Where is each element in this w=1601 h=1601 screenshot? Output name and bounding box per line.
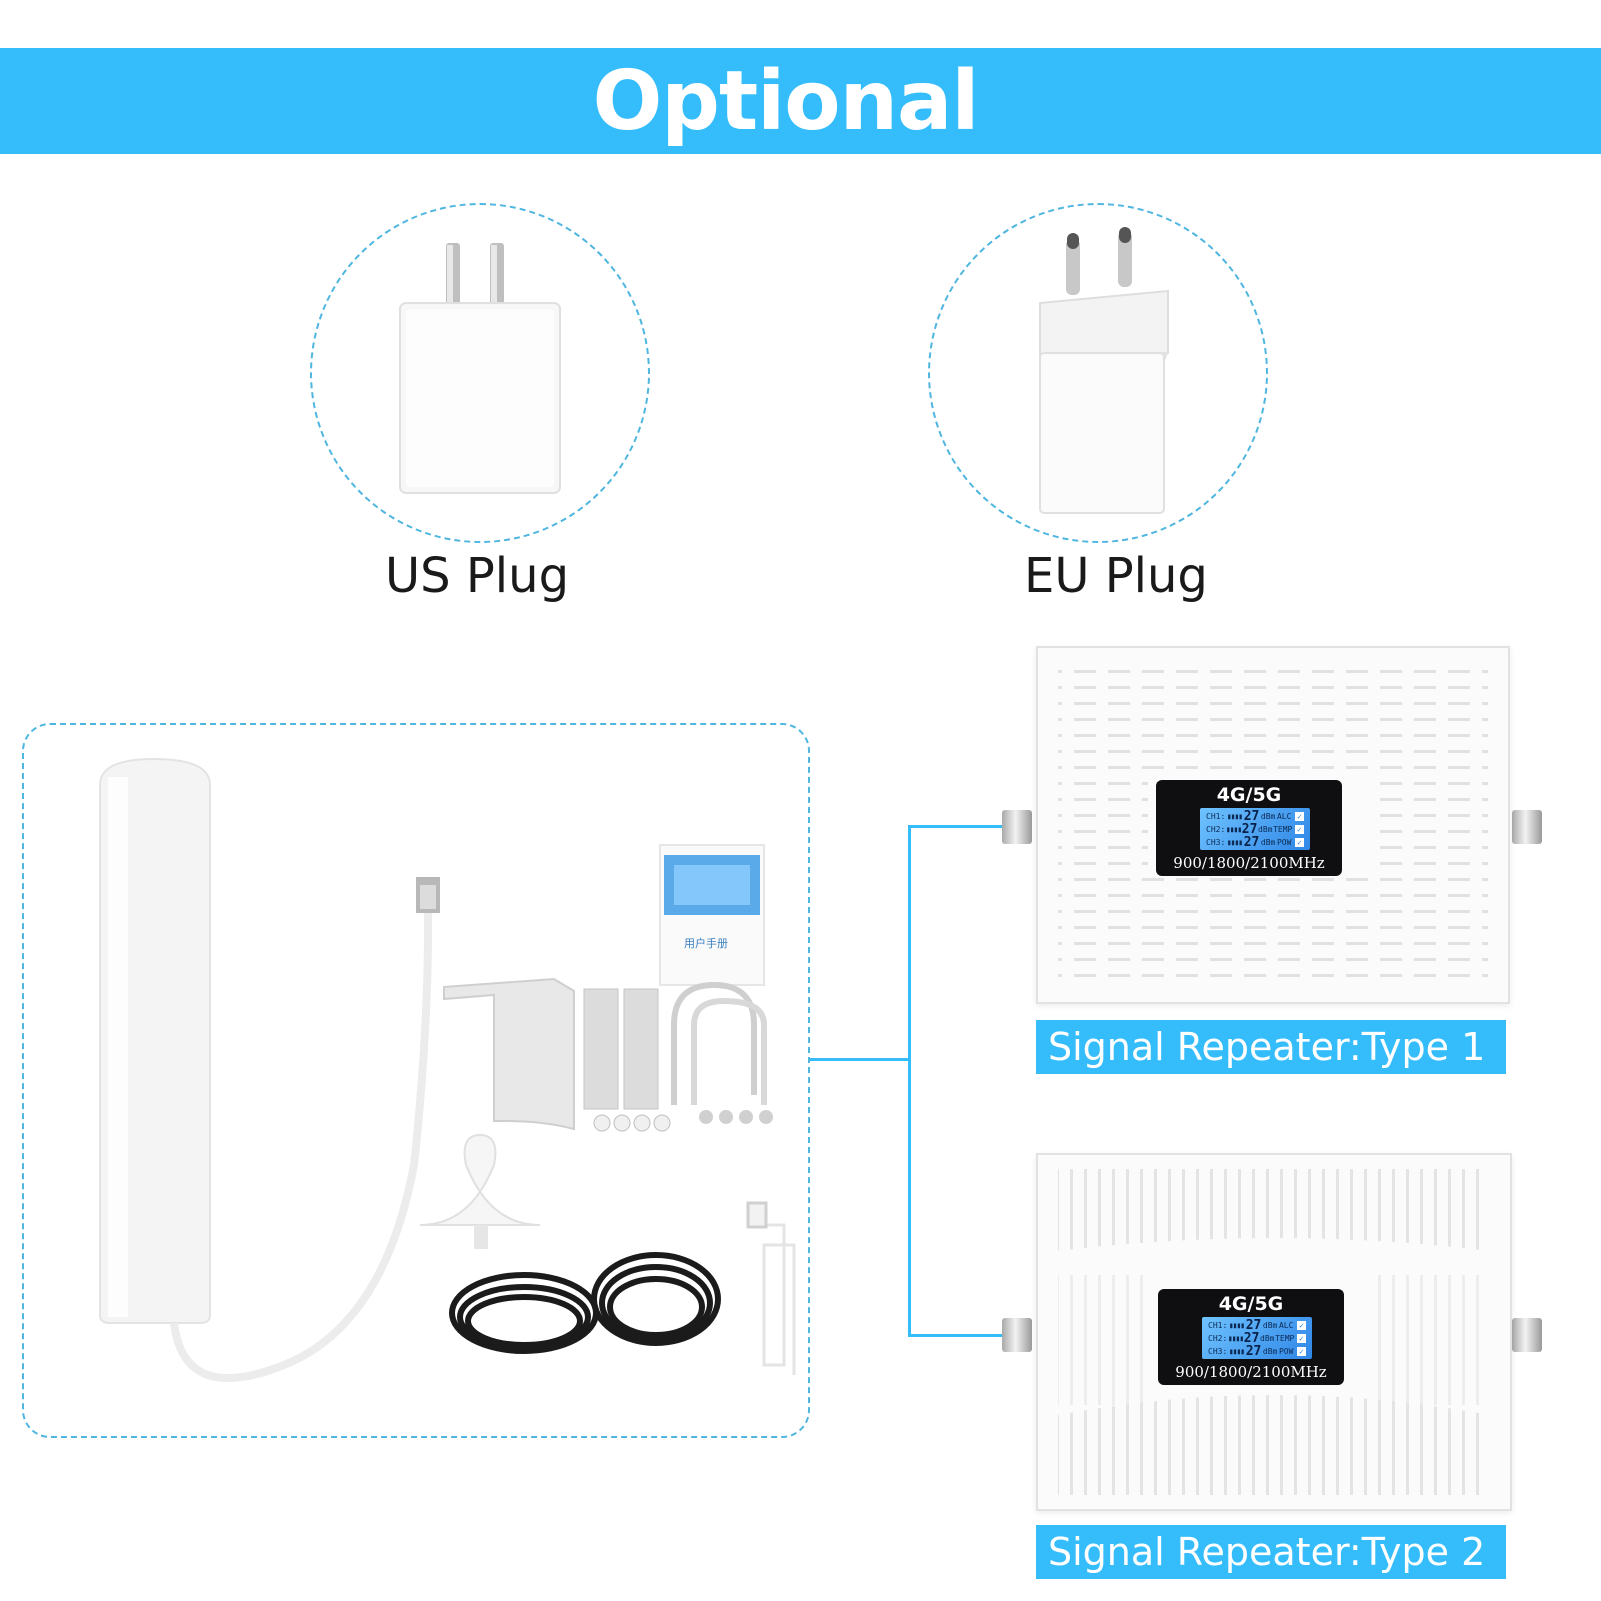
lcd-ch3: CH3: <box>1206 837 1226 847</box>
lcd-ch3: CH3: <box>1208 1346 1228 1356</box>
indoor-ceiling-antenna-icon <box>419 1133 541 1249</box>
check-icon: ✓ <box>1296 1320 1306 1330</box>
eu-plug-circle <box>928 203 1268 543</box>
lcd-ch3-flag: POW <box>1276 837 1292 847</box>
lcd-ch1-flag: ALC <box>1278 1320 1294 1330</box>
lcd-ch1-unit: dBm <box>1262 1320 1278 1330</box>
repeater2-left-port <box>1002 1318 1032 1352</box>
repeater-type2-label: Signal Repeater:Type 2 <box>1036 1525 1506 1579</box>
us-plug-label: US Plug <box>385 548 570 604</box>
optional-banner: Optional <box>0 48 1601 154</box>
signal-bars-icon: ▮▮▮▮ <box>1226 837 1243 847</box>
lcd-ch2: CH2: <box>1208 1333 1228 1343</box>
connector-line-type1 <box>908 825 1002 828</box>
signal-bars-icon: ▮▮▮▮ <box>1226 811 1243 821</box>
accessory-kit-illustration: 用户手册 <box>99 757 796 1383</box>
lcd-ch1: CH1: <box>1206 811 1226 821</box>
lcd-ch2-flag: TEMP <box>1275 1333 1295 1343</box>
lcd-ch2-flag: TEMP <box>1273 824 1293 834</box>
signal-bars-icon: ▮▮▮▮ <box>1228 1320 1245 1330</box>
lcd-ch3-flag: POW <box>1278 1346 1294 1356</box>
accessory-kit-panel: 用户手册 <box>22 723 810 1438</box>
lcd-ch2-value: 27 <box>1241 821 1258 837</box>
lcd-ch3-value: 27 <box>1245 1343 1262 1359</box>
signal-bars-icon: ▮▮▮▮ <box>1228 1346 1245 1356</box>
lcd-ch1-flag: ALC <box>1276 811 1292 821</box>
repeater1-brand: 4G/5G <box>1216 784 1282 806</box>
lcd-ch2-unit: dBm <box>1260 1333 1275 1343</box>
mounting-bracket-icon <box>443 977 773 1132</box>
check-icon: ✓ <box>1296 1333 1306 1343</box>
outdoor-antenna-icon <box>99 757 440 1383</box>
manual-title: 用户手册 <box>684 936 728 950</box>
signal-bars-icon: ▮▮▮▮ <box>1227 1333 1244 1343</box>
us-plug-circle <box>310 203 650 543</box>
check-icon: ✓ <box>1294 811 1304 821</box>
repeater1-fin-pattern <box>1058 664 1488 988</box>
signal-bars-icon: ▮▮▮▮ <box>1225 824 1242 834</box>
user-manual-icon: 用户手册 <box>659 844 765 986</box>
repeater2-right-port <box>1512 1318 1542 1352</box>
eu-plug-label: EU Plug <box>1024 548 1208 604</box>
lcd-ch3-unit: dBm <box>1262 1346 1278 1356</box>
check-icon: ✓ <box>1294 824 1304 834</box>
usb-cable-icon <box>746 1201 796 1375</box>
connector-line-type2 <box>908 1334 1002 1337</box>
check-icon: ✓ <box>1294 837 1304 847</box>
coaxial-cable-icon <box>449 1252 721 1354</box>
connector-line-vertical <box>908 825 911 1337</box>
repeater2-brand: 4G/5G <box>1218 1293 1284 1315</box>
check-icon: ✓ <box>1296 1346 1306 1356</box>
repeater1-right-port <box>1512 810 1542 844</box>
repeater1-frequency: 900/1800/2100MHz <box>1173 854 1325 872</box>
lcd-ch1-value: 27 <box>1245 1317 1262 1333</box>
repeater-type1-label: Signal Repeater:Type 1 <box>1036 1020 1506 1074</box>
repeater2-fin-pattern <box>1058 1169 1490 1495</box>
banner-title: Optional <box>592 53 980 149</box>
lcd-ch1-value: 27 <box>1243 808 1260 824</box>
lcd-ch2: CH2: <box>1206 824 1226 834</box>
lcd-ch3-unit: dBm <box>1260 837 1276 847</box>
repeater2-frequency: 900/1800/2100MHz <box>1175 1363 1327 1381</box>
eu-plug-adapter-icon <box>1039 227 1169 514</box>
us-plug-adapter-icon <box>399 243 561 494</box>
repeater1-left-port <box>1002 810 1032 844</box>
connector-line-stem <box>810 1058 910 1061</box>
lcd-ch3-value: 27 <box>1243 834 1260 850</box>
lcd-ch1-unit: dBm <box>1260 811 1276 821</box>
lcd-ch2-unit: dBm <box>1258 824 1273 834</box>
lcd-ch2-value: 27 <box>1243 1330 1260 1346</box>
lcd-ch1: CH1: <box>1208 1320 1228 1330</box>
